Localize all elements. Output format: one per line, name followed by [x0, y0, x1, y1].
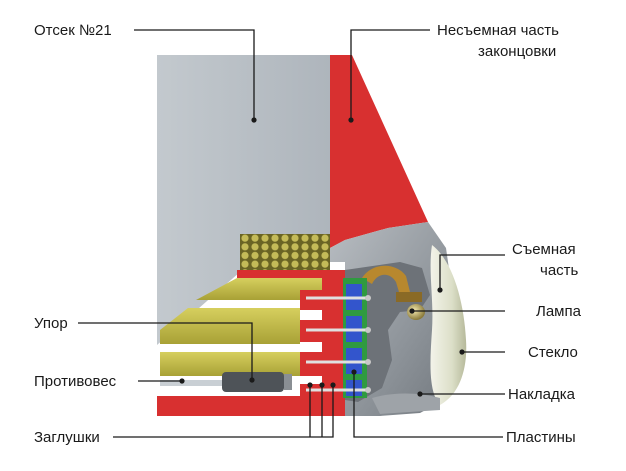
label-cover: Накладка	[508, 386, 576, 403]
glass-lens-shape	[430, 245, 466, 405]
fixed-tip-part-shape	[330, 55, 428, 248]
rib-block-1	[300, 290, 324, 310]
label-compartment: Отсек №21	[34, 22, 112, 39]
base-strip	[157, 396, 345, 416]
label-lamp: Лампа	[536, 303, 582, 320]
rib-vertical	[322, 270, 345, 400]
rib-block-3	[300, 352, 324, 376]
lamp-mount	[396, 292, 422, 302]
label-plates: Пластины	[506, 429, 576, 446]
label-plugs: Заглушки	[34, 429, 100, 446]
label-fixed-part-line1: Несъемная часть	[437, 22, 559, 39]
label-removable-line1: Съемная	[512, 241, 576, 258]
counterweight-nut	[284, 374, 292, 390]
label-counterweight: Противовес	[34, 373, 117, 390]
honeycomb-block	[240, 234, 330, 270]
cover-plate-shape	[372, 394, 440, 415]
label-stop: Упор	[34, 315, 68, 332]
label-fixed-part-line2: законцовки	[478, 43, 556, 60]
label-removable-line2: часть	[540, 262, 579, 279]
label-glass: Стекло	[528, 344, 578, 361]
